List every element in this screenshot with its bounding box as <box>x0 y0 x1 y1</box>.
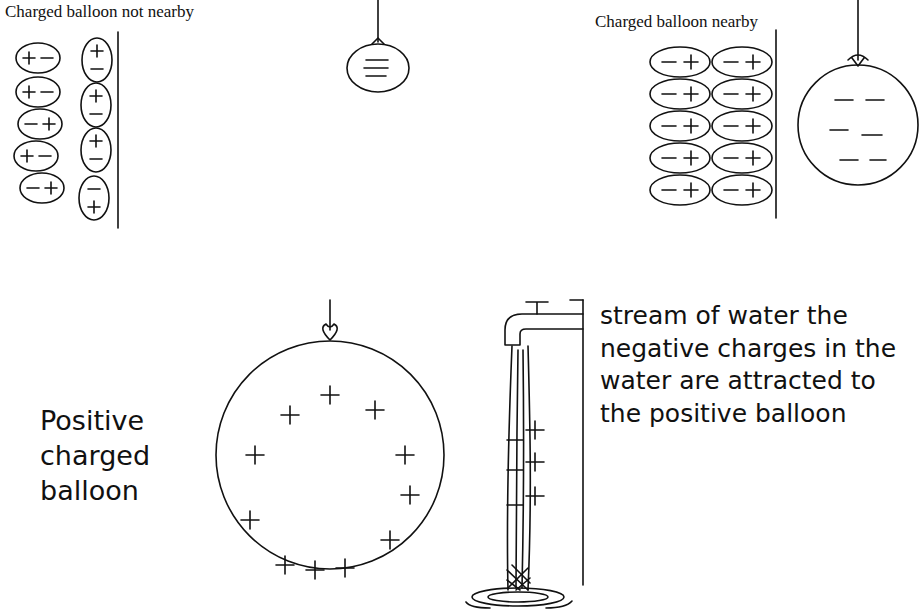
balloon-near <box>798 0 918 185</box>
balloon-far <box>347 0 409 92</box>
molecules-aligned <box>650 30 776 218</box>
faucet-and-stream <box>466 300 583 608</box>
panel-heading: Charged balloon not nearby <box>5 2 194 22</box>
balloon-label: Positive charged balloon <box>40 403 205 508</box>
panel-heading: Charged balloon nearby <box>595 12 758 32</box>
explanation-note: stream of water the negative charges in … <box>600 300 910 430</box>
molecules-unaligned <box>14 32 118 228</box>
positive-balloon <box>216 300 444 579</box>
